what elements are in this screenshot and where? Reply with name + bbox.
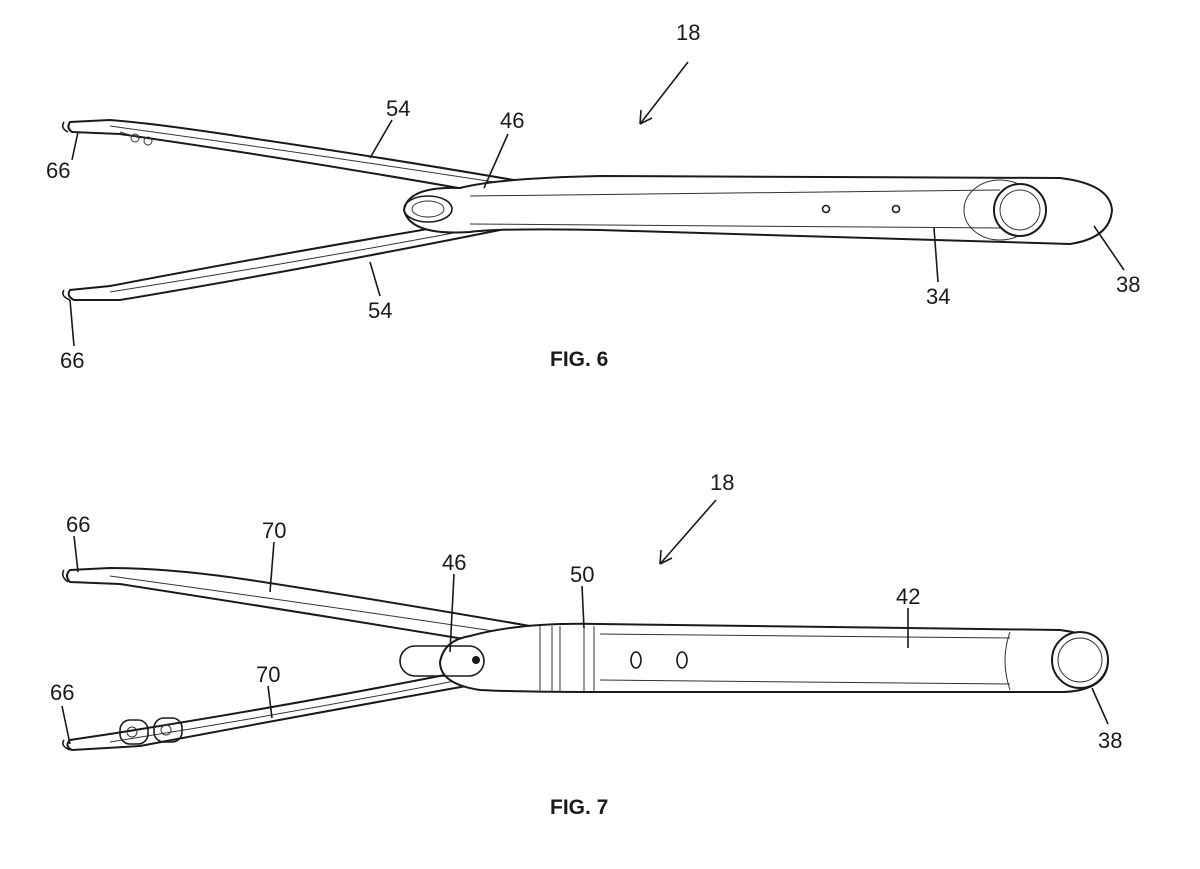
fig7-label-42: 42 (896, 584, 920, 609)
fig6-label-46: 46 (500, 108, 524, 133)
fig6-label-54-lower: 54 (368, 298, 392, 323)
fig6-caption: FIG. 6 (550, 348, 608, 371)
fig6-label-38: 38 (1116, 272, 1140, 297)
fig7-label-66-lower: 66 (50, 680, 74, 705)
fig7-hole (630, 651, 642, 669)
fig7-label-70-lower: 70 (256, 662, 280, 687)
fig7-upper-arm (66, 566, 531, 642)
fig7-shaft (438, 622, 1110, 693)
fig6-label-66-lower: 66 (60, 348, 84, 373)
figure-7: 18 66 70 46 50 42 70 66 38 FIG. 7 (50, 470, 1122, 819)
fig7-assembly-arrow (659, 499, 717, 565)
fig6-label-34: 34 (926, 284, 950, 309)
fig7-label-38: 38 (1098, 728, 1122, 753)
fig6-hole (891, 204, 901, 214)
fig6-end-ring (993, 183, 1047, 237)
fig7-label-18: 18 (710, 470, 734, 495)
fig6-assembly-arrow (639, 61, 689, 125)
fig7-caption: FIG. 7 (550, 796, 608, 819)
fig6-slot (403, 195, 453, 223)
fig7-label-50: 50 (570, 562, 594, 587)
fig7-hole (676, 651, 688, 669)
fig7-end-ring (1051, 631, 1109, 689)
fig7-label-66-upper: 66 (66, 512, 90, 537)
fig7-lower-arm (66, 668, 501, 752)
fig7-slot (399, 645, 485, 677)
figure-6: 18 54 46 66 54 66 34 38 FIG. 6 (46, 20, 1140, 373)
fig6-hole (821, 204, 831, 214)
fig6-lower-arm (67, 220, 501, 301)
fig7-joint-band (539, 626, 595, 692)
fig7-label-46: 46 (442, 550, 466, 575)
fig6-label-66-upper: 66 (46, 158, 70, 183)
fig7-label-70-upper: 70 (262, 518, 286, 543)
fig6-label-54-upper: 54 (386, 96, 410, 121)
fig6-label-18: 18 (676, 20, 700, 45)
